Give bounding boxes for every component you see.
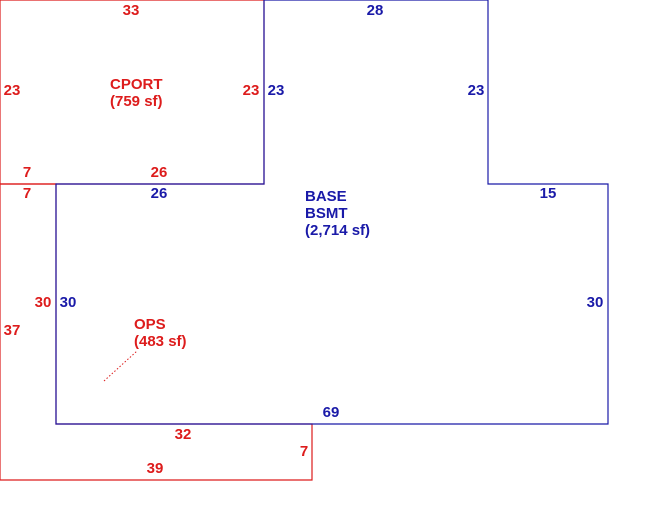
- cport-area-label: (759 sf): [110, 93, 163, 110]
- ops-dim-inner: 30: [35, 294, 52, 311]
- base-dim-bottom: 69: [323, 404, 340, 421]
- ops-name-label: OPS: [134, 316, 166, 333]
- base-dim-step-right: 15: [540, 185, 557, 202]
- cport-dim-bottom-left: 7: [23, 164, 31, 181]
- base-dim-left-upper: 23: [268, 82, 285, 99]
- cport-dim-left: 23: [4, 82, 21, 99]
- base-dim-step-left: 26: [151, 185, 168, 202]
- base-area-label: (2,714 sf): [305, 222, 370, 239]
- base-dim-left: 30: [60, 294, 77, 311]
- base-dim-top: 28: [367, 2, 384, 19]
- cport-dim-bottom-right: 26: [151, 164, 168, 181]
- cport-dim-top: 33: [123, 2, 140, 19]
- ops-dim-right: 7: [300, 443, 308, 460]
- ops-area-label: (483 sf): [134, 333, 187, 350]
- ops-dim-middle: 32: [175, 426, 192, 443]
- base-dim-right-upper: 23: [468, 82, 485, 99]
- base-name-line2: BSMT: [305, 205, 348, 222]
- base-dim-right: 30: [587, 294, 604, 311]
- ops-dim-top: 7: [23, 185, 31, 202]
- cport-name-label: CPORT: [110, 76, 163, 93]
- ops-dim-outer: 37: [4, 322, 21, 339]
- ops-dim-bottom: 39: [147, 460, 164, 477]
- base-name-line1: BASE: [305, 188, 347, 205]
- ops-leader-line: [103, 350, 138, 382]
- cport-dim-right: 23: [243, 82, 260, 99]
- base-bsmt-outline: [55, 0, 609, 425]
